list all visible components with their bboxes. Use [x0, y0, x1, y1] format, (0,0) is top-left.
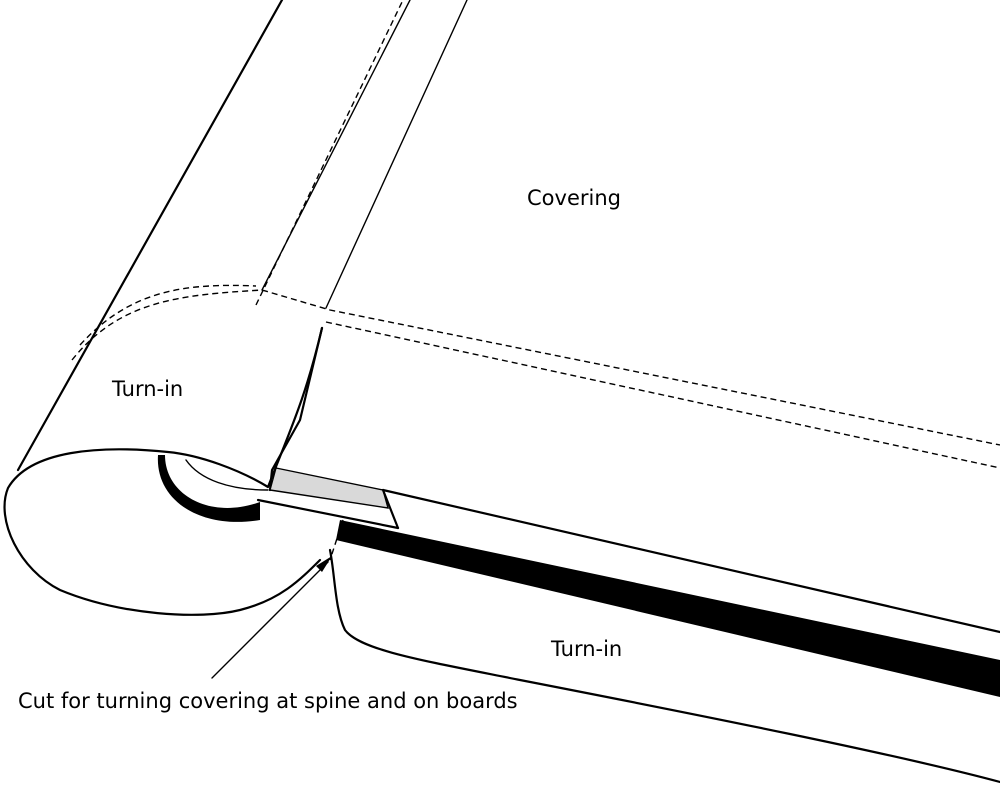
- gap-strip: [269, 467, 389, 509]
- turn-in-left-flap: [3, 326, 324, 616]
- turn-in-label-top: Turn-in: [112, 377, 184, 401]
- board-black-edge: [336, 520, 1000, 697]
- board-edge-highlight: [399, 539, 1000, 669]
- board-fold-dash: [325, 321, 1000, 469]
- covering-label: Covering: [527, 186, 621, 210]
- turn-in-fold-dash-1: [71, 289, 1000, 446]
- leader-line: [211, 561, 329, 679]
- gap-bottom-edge: [256, 498, 400, 530]
- spine-channel-line-2: [325, 0, 468, 309]
- gap-right-edge: [381, 488, 400, 530]
- spine-hollow-inner: [185, 459, 269, 491]
- spine-hollow-ring: [157, 455, 260, 522]
- turn-in-bottom-flap: [328, 548, 1000, 784]
- turn-in-fold-dash-2: [79, 284, 257, 346]
- cut-caption: Cut for turning covering at spine and on…: [18, 689, 518, 713]
- board-front-edge: [381, 488, 1000, 634]
- board-top-edge: [268, 326, 324, 492]
- spine-channel-dash-1: [255, 0, 404, 306]
- arrow-head-icon: [316, 556, 332, 572]
- covering-left-edge: [16, 0, 284, 472]
- cut-line: [329, 519, 344, 561]
- turn-in-label-bottom: Turn-in: [551, 637, 623, 661]
